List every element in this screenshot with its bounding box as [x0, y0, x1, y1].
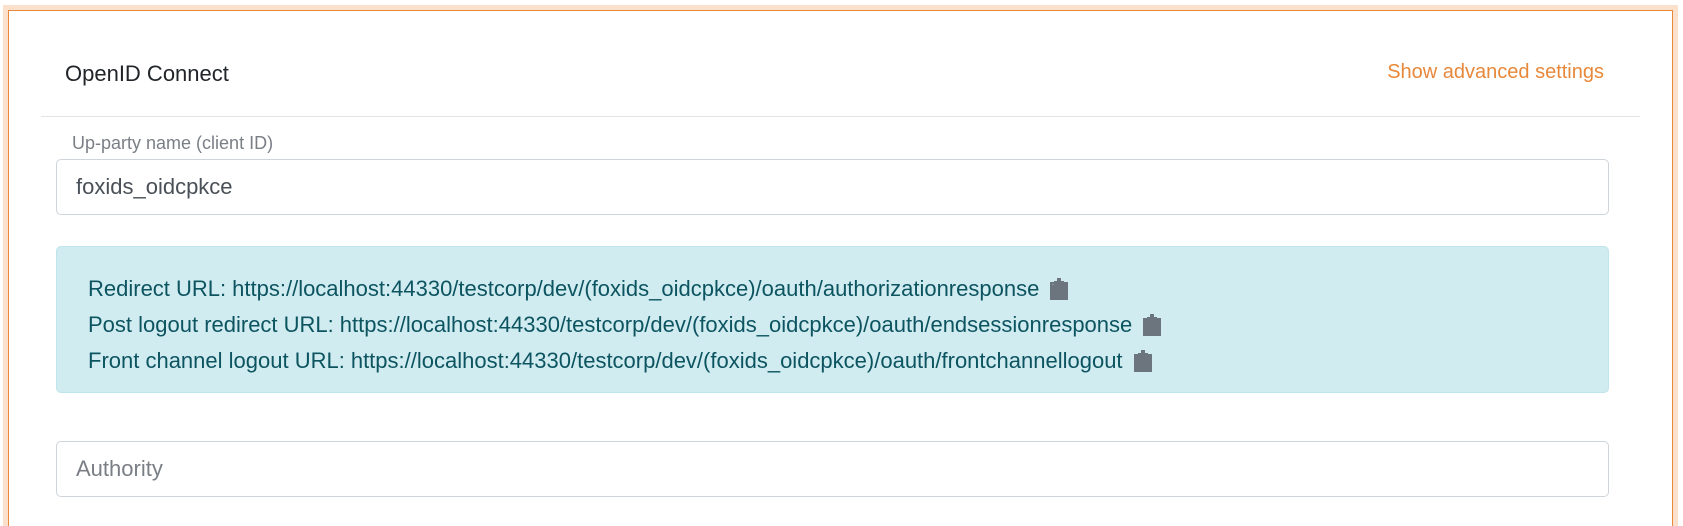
- front-channel-logout-url-value: https://localhost:44330/testcorp/dev/(fo…: [350, 348, 1123, 373]
- clipboard-icon: [1050, 278, 1069, 300]
- clipboard-icon: [1133, 350, 1152, 372]
- clipboard-icon: [1143, 314, 1162, 336]
- client-id-label: Up-party name (client ID): [72, 133, 274, 153]
- post-logout-redirect-url-label: Post logout redirect URL:: [88, 312, 334, 337]
- card-title: OpenID Connect: [65, 61, 229, 86]
- show-advanced-settings-link[interactable]: Show advanced settings: [1387, 61, 1604, 83]
- authority-input[interactable]: [56, 441, 1609, 497]
- client-id-input[interactable]: [56, 159, 1609, 215]
- redirect-urls-info-box: Redirect URL: https://localhost:44330/te…: [56, 246, 1609, 393]
- front-channel-logout-url-row: Front channel logout URL: https://localh…: [88, 343, 1577, 379]
- copy-front-channel-logout-url-button[interactable]: [1133, 350, 1153, 372]
- redirect-url-row: Redirect URL: https://localhost:44330/te…: [88, 271, 1577, 307]
- post-logout-redirect-url-row: Post logout redirect URL: https://localh…: [88, 307, 1577, 343]
- post-logout-redirect-url-value: https://localhost:44330/testcorp/dev/(fo…: [339, 312, 1133, 337]
- redirect-url-label: Redirect URL:: [88, 276, 227, 301]
- copy-redirect-url-button[interactable]: [1049, 278, 1069, 300]
- copy-post-logout-redirect-url-button[interactable]: [1142, 314, 1162, 336]
- front-channel-logout-url-label: Front channel logout URL:: [88, 348, 345, 373]
- card-header: OpenID Connect Show advanced settings: [41, 11, 1640, 117]
- redirect-url-value: https://localhost:44330/testcorp/dev/(fo…: [232, 276, 1040, 301]
